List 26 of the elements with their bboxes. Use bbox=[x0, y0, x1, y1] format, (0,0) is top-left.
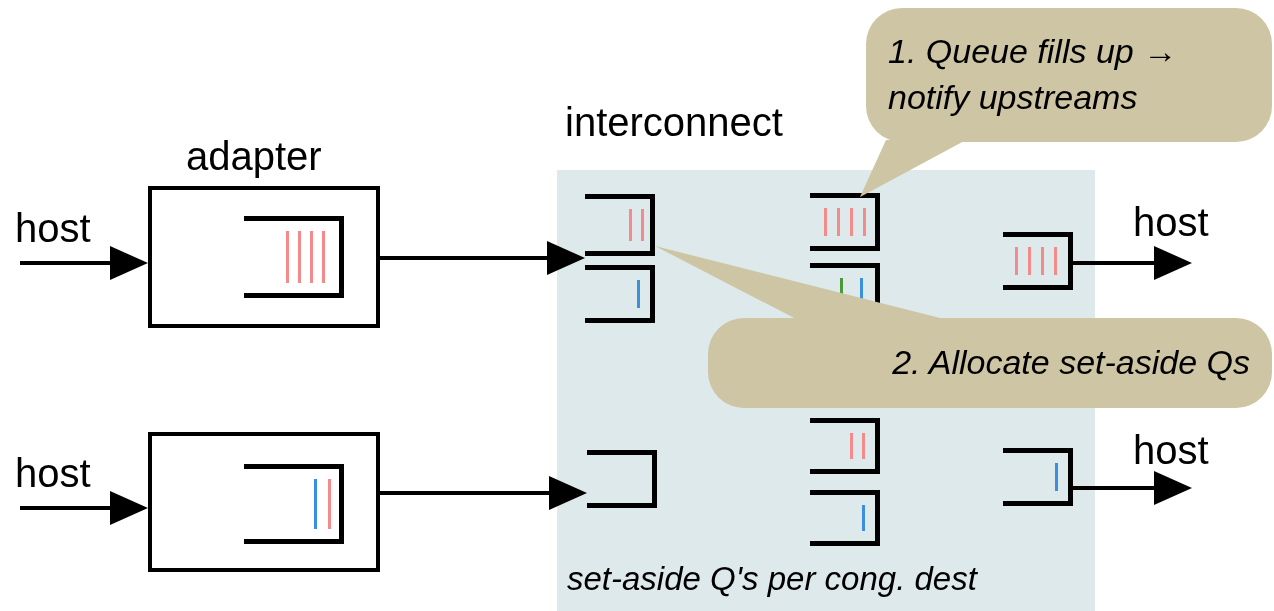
queue-bracket bbox=[244, 216, 344, 298]
panel-title: interconnect bbox=[565, 99, 783, 146]
adapter-label: adapter bbox=[186, 133, 322, 180]
callout-text: 1. Queue fills up → notify upstreams bbox=[888, 31, 1179, 118]
queue-bracket bbox=[1003, 232, 1073, 290]
queue-bracket bbox=[810, 418, 880, 474]
arrow bbox=[1073, 471, 1192, 505]
callout-text: 2. Allocate set-aside Qs bbox=[892, 342, 1250, 384]
arrow bbox=[1073, 246, 1192, 280]
arrow bbox=[20, 491, 148, 525]
queue-bracket bbox=[1003, 448, 1073, 506]
queue-bracket bbox=[244, 464, 344, 544]
edge-label: host bbox=[15, 450, 91, 497]
queue-bracket bbox=[585, 194, 655, 256]
queue-bracket bbox=[585, 265, 655, 323]
queue-bracket bbox=[587, 450, 657, 508]
queue-bracket bbox=[810, 193, 880, 251]
edge-label: host bbox=[15, 205, 91, 252]
edge-label: host bbox=[1133, 427, 1209, 474]
arrow bbox=[380, 241, 585, 275]
panel-caption: set-aside Q's per cong. dest bbox=[567, 558, 977, 599]
arrow bbox=[20, 246, 148, 280]
adapter-box bbox=[148, 432, 380, 572]
queue-bracket bbox=[810, 490, 880, 546]
edge-label: host bbox=[1133, 199, 1209, 246]
arrow bbox=[380, 476, 587, 510]
